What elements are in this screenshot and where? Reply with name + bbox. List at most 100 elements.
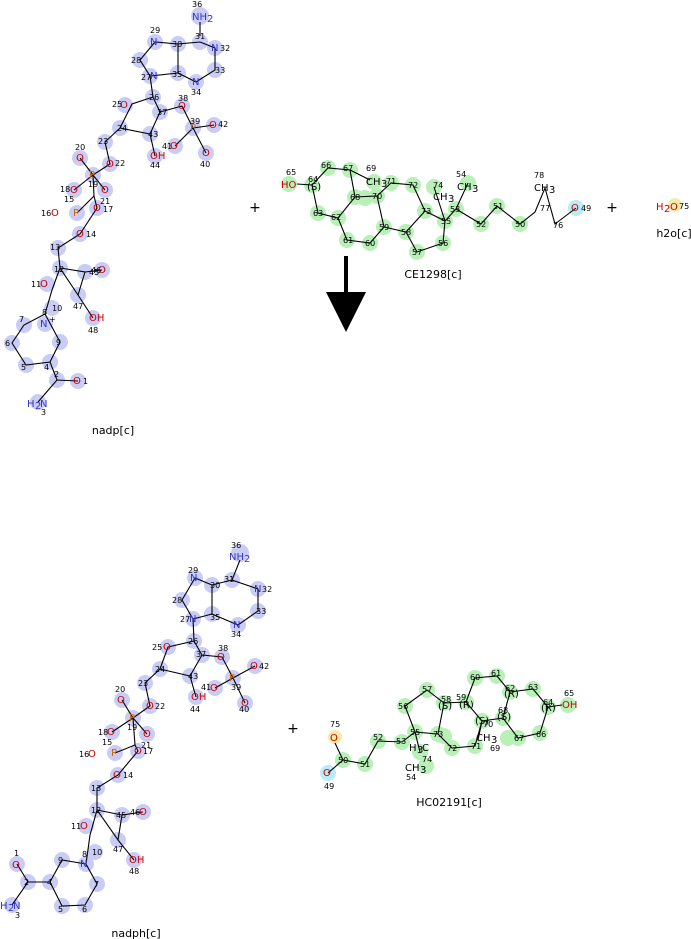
svg-text:P: P (73, 208, 79, 219)
svg-text:15: 15 (64, 195, 74, 204)
svg-text:O: O (323, 768, 331, 779)
svg-text:N: N (211, 43, 218, 54)
svg-text:37: 37 (157, 108, 167, 117)
svg-text:OH: OH (150, 151, 165, 162)
svg-text:O: O (202, 148, 210, 159)
svg-text:O: O (163, 642, 171, 653)
svg-text:3: 3 (420, 765, 426, 776)
plus-sign-1: + (249, 200, 261, 216)
svg-text:69: 69 (490, 744, 500, 753)
svg-text:C: C (422, 743, 429, 754)
svg-text:O: O (571, 203, 579, 214)
svg-text:66: 66 (321, 161, 331, 170)
svg-text:6: 6 (82, 905, 87, 914)
svg-text:5: 5 (21, 363, 26, 372)
svg-text:50: 50 (515, 220, 525, 229)
svg-text:49: 49 (581, 204, 591, 213)
svg-text:O: O (670, 202, 678, 213)
svg-text:22: 22 (155, 702, 165, 711)
svg-text:29: 29 (188, 566, 198, 575)
svg-text:33: 33 (215, 66, 225, 75)
svg-text:O: O (51, 208, 59, 219)
svg-text:1: 1 (14, 849, 19, 858)
svg-text:P: P (111, 748, 117, 759)
svg-text:20: 20 (75, 143, 85, 152)
svg-text:9: 9 (58, 856, 63, 865)
svg-text:40: 40 (239, 705, 249, 714)
svg-text:31: 31 (195, 32, 205, 41)
svg-text:59: 59 (379, 223, 389, 232)
svg-text:O: O (143, 729, 151, 740)
svg-text:21: 21 (100, 197, 110, 206)
nadph-label: nadph[c] (111, 927, 160, 939)
svg-text:47: 47 (113, 845, 123, 854)
svg-text:65: 65 (564, 689, 574, 698)
svg-text:3: 3 (448, 194, 454, 205)
svg-text:19: 19 (127, 723, 137, 732)
svg-text:N: N (40, 399, 47, 410)
svg-text:25: 25 (152, 643, 162, 652)
svg-text:(R): (R) (541, 703, 556, 714)
svg-text:25: 25 (112, 100, 122, 109)
svg-text:11: 11 (71, 822, 81, 831)
svg-text:57: 57 (412, 248, 422, 257)
svg-text:O: O (117, 695, 125, 706)
svg-text:41: 41 (162, 142, 172, 151)
svg-text:44: 44 (190, 705, 200, 714)
svg-text:35: 35 (172, 70, 182, 79)
svg-text:O: O (120, 100, 128, 111)
svg-text:45: 45 (116, 811, 126, 820)
h2o-label: h2o[c] (656, 227, 691, 240)
svg-text:N: N (150, 37, 157, 48)
svg-text:75: 75 (679, 202, 689, 211)
svg-text:1: 1 (83, 377, 88, 386)
svg-text:(R): (R) (459, 700, 474, 711)
svg-text:2: 2 (35, 401, 41, 412)
svg-text:16: 16 (41, 209, 51, 218)
svg-text:20: 20 (115, 685, 125, 694)
svg-text:N: N (190, 573, 197, 584)
svg-text:59: 59 (456, 693, 466, 702)
svg-text:2: 2 (244, 554, 250, 565)
svg-text:64: 64 (308, 175, 318, 184)
svg-text:N: N (150, 71, 157, 82)
svg-text:O: O (113, 770, 121, 781)
svg-text:38: 38 (218, 644, 228, 653)
svg-text:43: 43 (148, 130, 158, 139)
svg-text:54: 54 (456, 170, 466, 179)
svg-text:N: N (233, 620, 240, 631)
svg-text:O: O (217, 652, 225, 663)
svg-text:O: O (134, 746, 142, 757)
svg-text:19: 19 (88, 180, 98, 189)
svg-text:(S): (S) (497, 712, 511, 723)
svg-text:6: 6 (5, 339, 10, 348)
svg-text:60: 60 (365, 239, 375, 248)
svg-text:56: 56 (438, 239, 448, 248)
svg-text:23: 23 (98, 137, 108, 146)
svg-text:67: 67 (343, 164, 353, 173)
svg-text:74: 74 (422, 755, 432, 764)
svg-text:27: 27 (141, 73, 151, 82)
svg-text:10: 10 (92, 848, 102, 857)
svg-text:72: 72 (447, 744, 457, 753)
svg-text:3: 3 (381, 179, 387, 190)
svg-text:30: 30 (172, 40, 182, 49)
svg-text:O: O (101, 185, 109, 196)
svg-text:24: 24 (155, 665, 165, 674)
svg-text:26: 26 (149, 93, 159, 102)
svg-text:(S): (S) (475, 716, 489, 727)
svg-text:P: P (229, 673, 235, 684)
svg-text:26: 26 (188, 637, 198, 646)
svg-text:O: O (210, 683, 218, 694)
svg-text:42: 42 (218, 120, 228, 129)
svg-text:CH: CH (433, 192, 448, 203)
svg-text:O: O (139, 807, 147, 818)
svg-text:OH: OH (89, 313, 104, 324)
svg-text:60: 60 (470, 673, 480, 682)
svg-text:24: 24 (117, 124, 127, 133)
svg-text:4: 4 (44, 363, 49, 372)
svg-text:61: 61 (343, 236, 353, 245)
svg-text:70: 70 (483, 720, 493, 729)
svg-text:28: 28 (172, 596, 182, 605)
svg-text:70: 70 (372, 192, 382, 201)
